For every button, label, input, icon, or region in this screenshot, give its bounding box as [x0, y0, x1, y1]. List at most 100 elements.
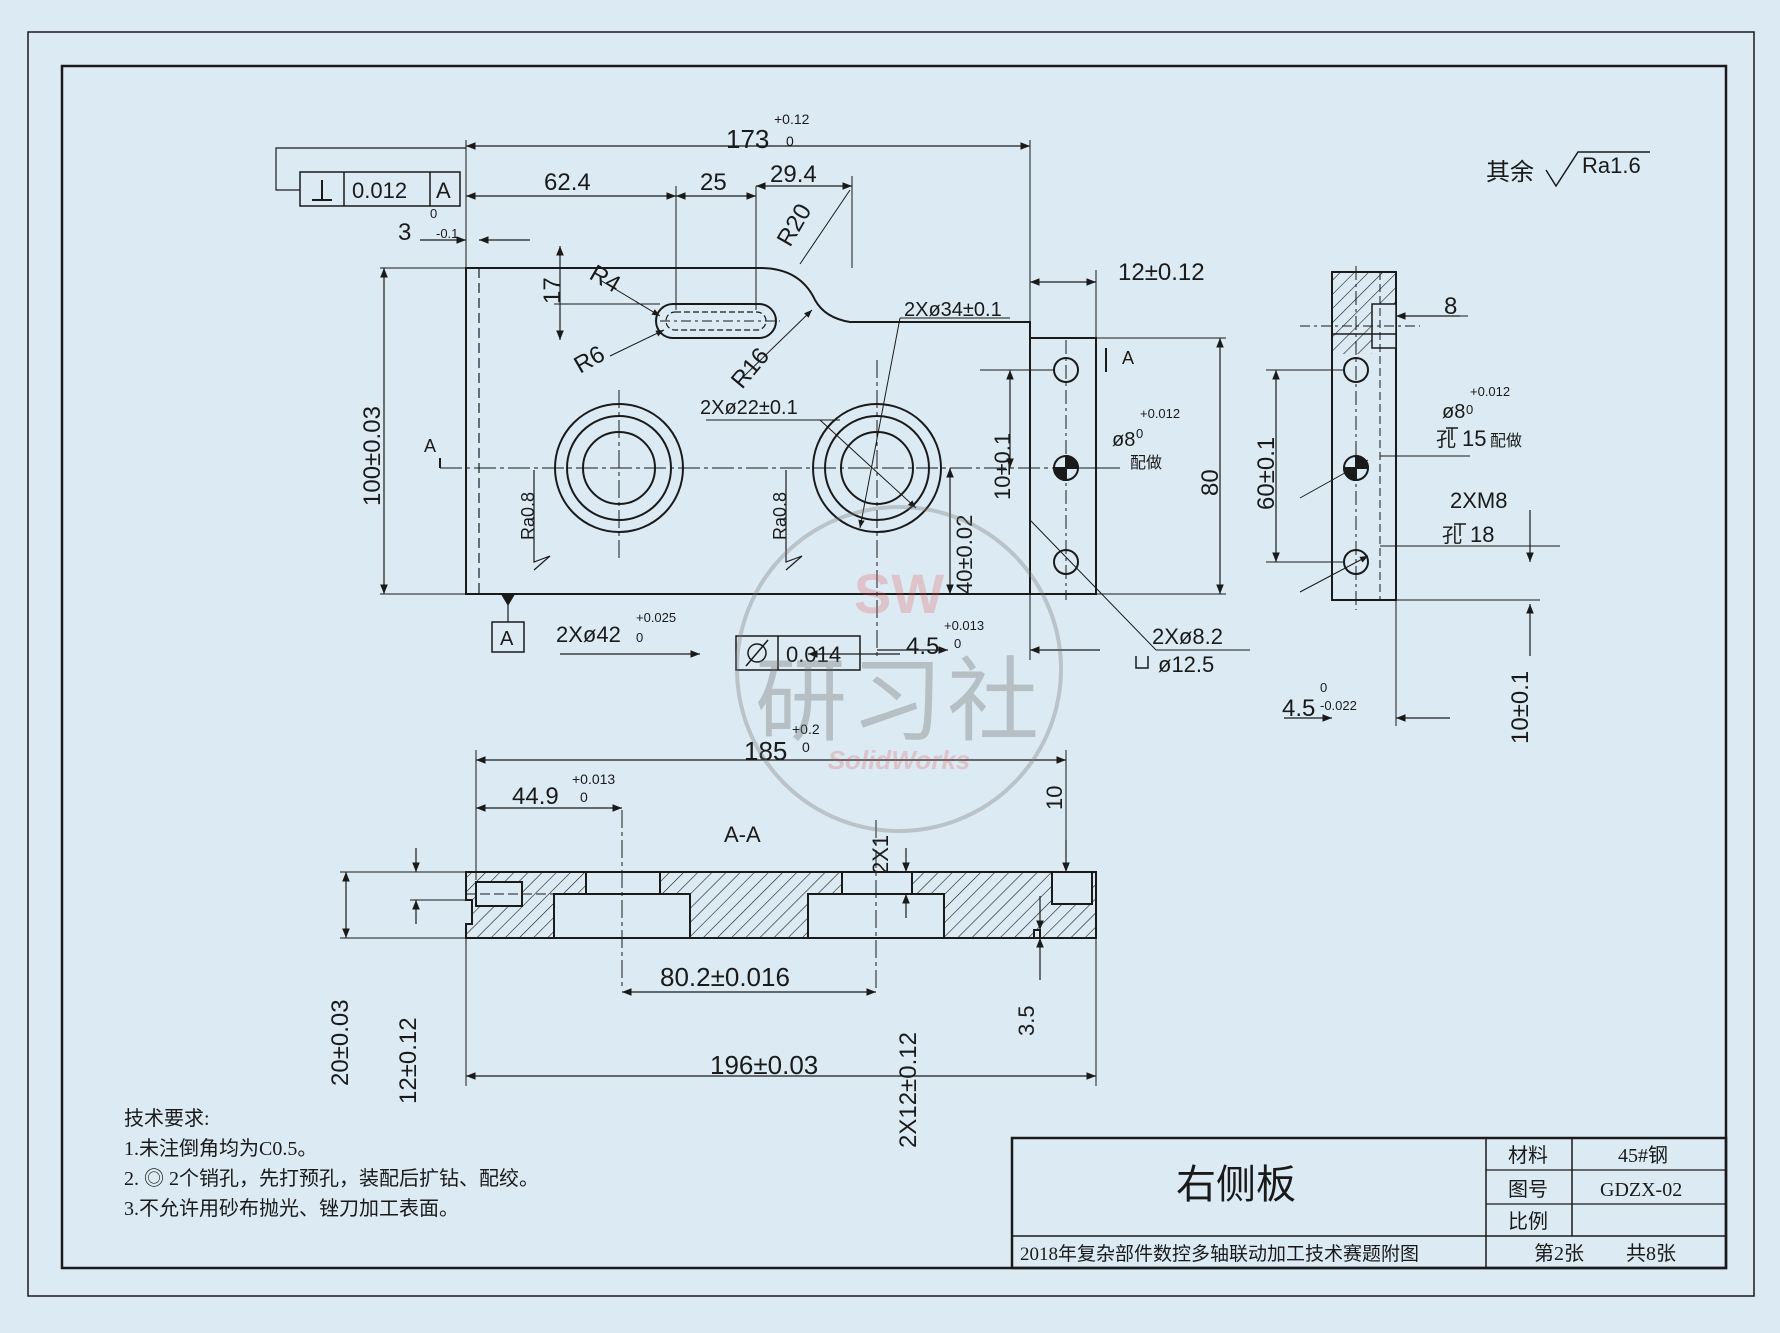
section-185-tol-low: 0	[802, 739, 810, 755]
section-185-tol-up: +0.2	[792, 721, 820, 737]
leader-holes	[1029, 519, 1157, 651]
dim-173-tol-up: +0.12	[774, 111, 810, 127]
dim-bore34: 2Xø34±0.1	[904, 299, 1002, 321]
leader-34	[858, 317, 901, 529]
perp-datum: A	[436, 178, 451, 203]
dim-r4: R4	[585, 260, 625, 299]
side-leader-pin	[1299, 459, 1369, 499]
dim-r16: R16	[726, 343, 775, 394]
technical-notes: 技术要求: 1.未注倒角均为C0.5。 2. ◎ 2个销孔，先打预孔，装配后扩钻…	[124, 1104, 539, 1224]
dim-80: 80	[1197, 469, 1224, 496]
side-pin8: ø8	[1442, 401, 1465, 423]
ra08-symbol-left-icon	[533, 470, 551, 571]
dim-3-tol-low: -0.1	[436, 226, 458, 241]
roughness-note: 其余 Ra1.6	[1486, 151, 1650, 188]
tb-material-label: 材料	[1508, 1144, 1548, 1167]
section-10: 10	[1042, 786, 1067, 810]
dim-pin8-tol-up: +0.012	[1140, 406, 1180, 421]
ra08-left: Ra0.8	[518, 492, 538, 540]
dim-r20: R20	[772, 199, 817, 251]
ra08-symbol-right-icon	[785, 470, 803, 571]
leader-r20	[799, 189, 851, 265]
dim-pin8-tol-low: 0	[1136, 426, 1143, 441]
roughness-value: Ra1.6	[1582, 153, 1641, 178]
side-dim-8-text: 8	[1444, 293, 1457, 320]
note-item-2: 2. ◎ 2个销孔，先打预孔，装配后扩钻、配绞。	[124, 1168, 539, 1190]
side-depth18: 18	[1470, 522, 1494, 547]
side-dim-4-5-tol-up: 0	[1320, 680, 1327, 695]
pin8-note: 配做	[1130, 454, 1162, 472]
perpendicularity-icon	[312, 180, 332, 201]
slot-inner	[665, 311, 767, 331]
outer-border	[27, 31, 1755, 1297]
side-pin8-tol-up: +0.012	[1470, 384, 1510, 399]
depth-icon-15	[1446, 427, 1458, 440]
roughness-symbol-icon	[1545, 151, 1650, 188]
dim-12: 12±0.12	[1118, 259, 1205, 286]
dim-bore42: 2Xø42	[556, 622, 621, 647]
dim-173-tol-low: 0	[786, 133, 794, 149]
dim-29-4: 29.4	[770, 161, 817, 188]
leader-r4	[599, 279, 661, 317]
section-80-2: 80.2±0.016	[660, 962, 790, 992]
side-hole-label2: 孔	[1442, 524, 1462, 547]
dim-17: 17	[539, 277, 566, 304]
section-44-9: 44.9	[512, 783, 559, 810]
side-hole-label: 孔	[1436, 428, 1456, 451]
side-view	[1266, 266, 1560, 726]
section-view-labels: A-A 185 +0.2 0 44.9 +0.013 0 2X1 10 80.2…	[327, 721, 1067, 1148]
dim-4-5: 4.5	[906, 633, 939, 660]
tb-drawing-no-label: 图号	[1508, 1179, 1548, 1201]
title-block	[1010, 1136, 1728, 1270]
side-dim-4-5: 4.5	[1282, 695, 1315, 722]
note-item-3: 3.不允许用砂布抛光、锉刀加工表面。	[124, 1198, 459, 1220]
section-label-left: A	[424, 436, 436, 456]
tb-sheet-no: 第2张	[1534, 1242, 1584, 1265]
side-dim-10: 10±0.1	[1507, 671, 1534, 744]
section-label-right: A	[1122, 348, 1134, 368]
tb-caption: 2018年复杂部件数控多轴联动加工技术赛题附图	[1020, 1243, 1419, 1265]
section-2x12: 2X12±0.12	[895, 1032, 922, 1148]
side-depth15: 15	[1462, 426, 1486, 451]
title-block-text: 右侧板 材料 45#钢 图号 GDZX-02 比例 2018年复杂部件数控多轴联…	[1020, 1144, 1682, 1265]
section-185: 185	[744, 736, 787, 766]
section-44-9-tol-low: 0	[580, 789, 588, 805]
dim-25: 25	[700, 169, 727, 196]
section-bore-left-top	[585, 871, 661, 895]
dim-pin8: ø8	[1112, 429, 1135, 451]
inner-border	[60, 64, 1728, 1270]
side-leader-m8	[1299, 555, 1369, 593]
dim-3: 3	[398, 219, 411, 246]
datum-triangle-icon	[500, 593, 516, 606]
top-view-labels: 173 +0.12 0 62.4 25 29.4 R20 R4 R6 R16 3…	[352, 111, 1224, 677]
dim-173: 173	[726, 124, 769, 154]
cyl-frame	[735, 635, 861, 671]
dim-r6: R6	[570, 340, 610, 379]
dim-4-5-tol-up: +0.013	[944, 618, 984, 633]
cyl-value: 0.014	[786, 642, 841, 667]
dim-100: 100±0.03	[359, 406, 386, 506]
depth-icon-18	[1454, 523, 1466, 536]
dim-62-4: 62.4	[544, 169, 591, 196]
tb-frame	[1010, 1136, 1728, 1270]
perp-leader	[275, 147, 466, 191]
section-2x1: 2X1	[868, 835, 893, 874]
leader-r16	[739, 309, 813, 381]
dim-3-tol-up: 0	[430, 206, 437, 221]
side-dim-4-5-tol-low: -0.022	[1320, 698, 1357, 713]
section-20: 20±0.03	[327, 999, 354, 1086]
cylindricity-icon-slash	[745, 639, 769, 667]
roughness-note-label: 其余	[1486, 159, 1534, 186]
datum-box	[491, 621, 525, 653]
tb-part-name: 右侧板	[1176, 1162, 1296, 1207]
dim-bore42-tol-up: +0.025	[636, 610, 676, 625]
dim-bore22: 2Xø22±0.1	[700, 397, 798, 419]
note-item-1: 1.未注倒角均为C0.5。	[124, 1138, 318, 1160]
section-bore-right-top	[841, 871, 913, 895]
notes-title: 技术要求:	[124, 1108, 210, 1130]
dim-40: 40±0.02	[952, 515, 977, 594]
dim-bore42-tol-low: 0	[636, 630, 643, 645]
dim-4-5-tol-low: 0	[954, 636, 961, 651]
ra08-right: Ra0.8	[770, 492, 790, 540]
